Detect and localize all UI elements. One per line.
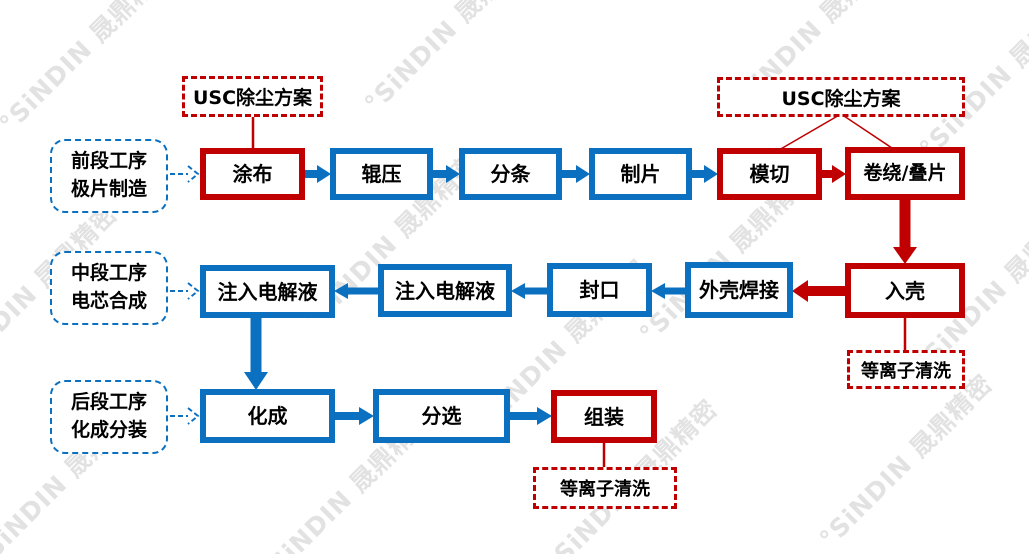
- node-winding-stacking: 卷绕/叠片: [845, 147, 965, 200]
- arrow-sheeting-to-diecutting: [689, 165, 718, 183]
- arrow-inject2-to-inject1: [334, 283, 381, 299]
- arrow-casing-to-casewelding: [792, 280, 848, 302]
- arrow-slitting-to-sheeting: [559, 165, 590, 183]
- stage-label-line2: 电芯合成: [70, 290, 147, 312]
- arrow-winding-to-casing: [893, 197, 917, 264]
- arrow-rolling-to-slitting: [430, 165, 460, 183]
- callout-plasma-cleaning-casing: 等离子清洗: [847, 350, 965, 389]
- arrow-inject1-to-formation: [244, 315, 268, 390]
- node-rolling: 辊压: [330, 148, 433, 200]
- stage-label-line2: 极片制造: [70, 178, 147, 200]
- node-casing: 入壳: [845, 263, 965, 318]
- dashed-arrow-icon: [170, 165, 200, 183]
- arrow-formation-to-sorting: [332, 407, 374, 425]
- node-sorting: 分选: [373, 389, 510, 443]
- node-sealing: 封口: [547, 263, 652, 317]
- stage-front-process: 前段工序 极片制造: [50, 139, 168, 213]
- dashed-arrow-icon: [170, 407, 200, 425]
- stage-label-line2: 化成分装: [70, 419, 147, 441]
- node-coating: 涂布: [200, 148, 305, 200]
- stage-label-line1: 前段工序: [70, 150, 147, 173]
- arrow-sorting-to-assembly: [507, 407, 552, 425]
- arrow-casewelding-to-sealing: [651, 283, 688, 299]
- node-electrolyte-injection-1: 注入电解液: [200, 265, 335, 318]
- node-slitting: 分条: [459, 148, 562, 200]
- node-case-welding: 外壳焊接: [685, 262, 793, 318]
- dashed-arrow-icon: [170, 282, 200, 300]
- stage-back-process: 后段工序 化成分装: [50, 380, 168, 454]
- node-electrolyte-injection-2: 注入电解液: [378, 264, 512, 317]
- arrow-sealing-to-inject2: [511, 283, 550, 299]
- arrow-diecutting-to-winding: [819, 165, 846, 183]
- node-sheeting: 制片: [589, 148, 692, 200]
- line-usc-right-to-winding: [840, 113, 896, 151]
- line-usc-right-to-diecutting: [778, 113, 842, 151]
- node-die-cutting: 模切: [717, 148, 822, 200]
- arrow-coating-to-rolling: [302, 165, 331, 183]
- node-assembly: 组装: [551, 390, 657, 443]
- callout-usc-left: USC除尘方案: [182, 76, 323, 117]
- stage-middle-process: 中段工序 电芯合成: [50, 251, 168, 325]
- callout-usc-right: USC除尘方案: [717, 77, 965, 117]
- callout-plasma-cleaning-assembly: 等离子清洗: [533, 467, 677, 509]
- stage-label-line1: 后段工序: [70, 391, 147, 414]
- stage-label-line1: 中段工序: [70, 262, 147, 285]
- node-formation: 化成: [200, 389, 335, 443]
